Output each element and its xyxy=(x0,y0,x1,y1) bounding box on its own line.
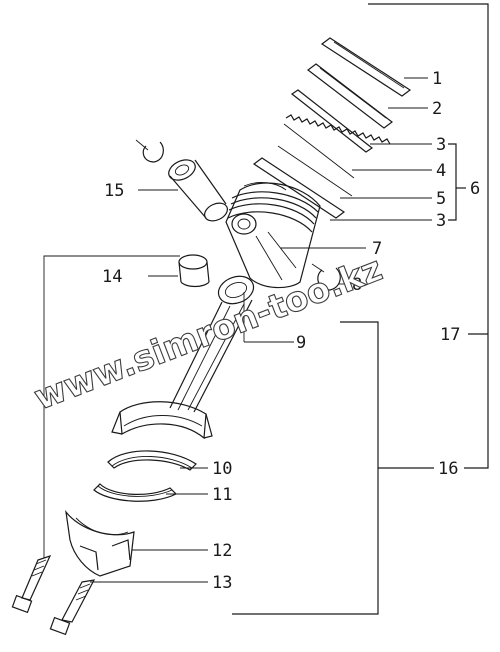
part-oil-rail-lower xyxy=(252,145,353,219)
part-bearing-shell-upper xyxy=(107,450,197,471)
callout-1: 1 xyxy=(432,69,442,89)
part-snap-ring-left xyxy=(135,139,164,163)
callout-9: 9 xyxy=(296,333,306,353)
callout-2: 2 xyxy=(432,99,442,119)
part-small-end-bush xyxy=(178,254,210,288)
callout-10: 10 xyxy=(212,459,232,479)
callout-14: 14 xyxy=(102,267,122,287)
callout-7: 7 xyxy=(372,239,382,259)
callout-labels: 1 2 3 4 5 6 3 7 8 9 10 11 12 13 14 15 16… xyxy=(102,69,480,593)
callout-3-upper: 3 xyxy=(436,135,446,155)
part-snap-ring-right xyxy=(311,263,341,291)
part-ring-1 xyxy=(320,37,412,97)
part-bearing-shell-lower xyxy=(93,483,178,502)
part-piston xyxy=(225,182,321,289)
part-piston-pin xyxy=(168,159,228,222)
callout-12: 12 xyxy=(212,541,232,561)
callout-17: 17 xyxy=(440,325,460,345)
part-ring-expander xyxy=(283,114,391,179)
part-rod-bolts xyxy=(11,554,96,636)
callout-6: 6 xyxy=(470,179,480,199)
callout-16: 16 xyxy=(438,459,458,479)
part-connecting-rod xyxy=(111,275,255,440)
callout-4: 4 xyxy=(436,161,446,181)
callout-8: 8 xyxy=(352,275,362,295)
callout-13: 13 xyxy=(212,573,232,593)
callout-3-lower: 3 xyxy=(436,211,446,231)
callout-5: 5 xyxy=(436,189,446,209)
part-ring-2 xyxy=(307,63,393,129)
leader-lines xyxy=(43,3,489,615)
callout-11: 11 xyxy=(212,485,232,505)
callout-15: 15 xyxy=(104,181,124,201)
part-rod-cap xyxy=(65,509,135,577)
